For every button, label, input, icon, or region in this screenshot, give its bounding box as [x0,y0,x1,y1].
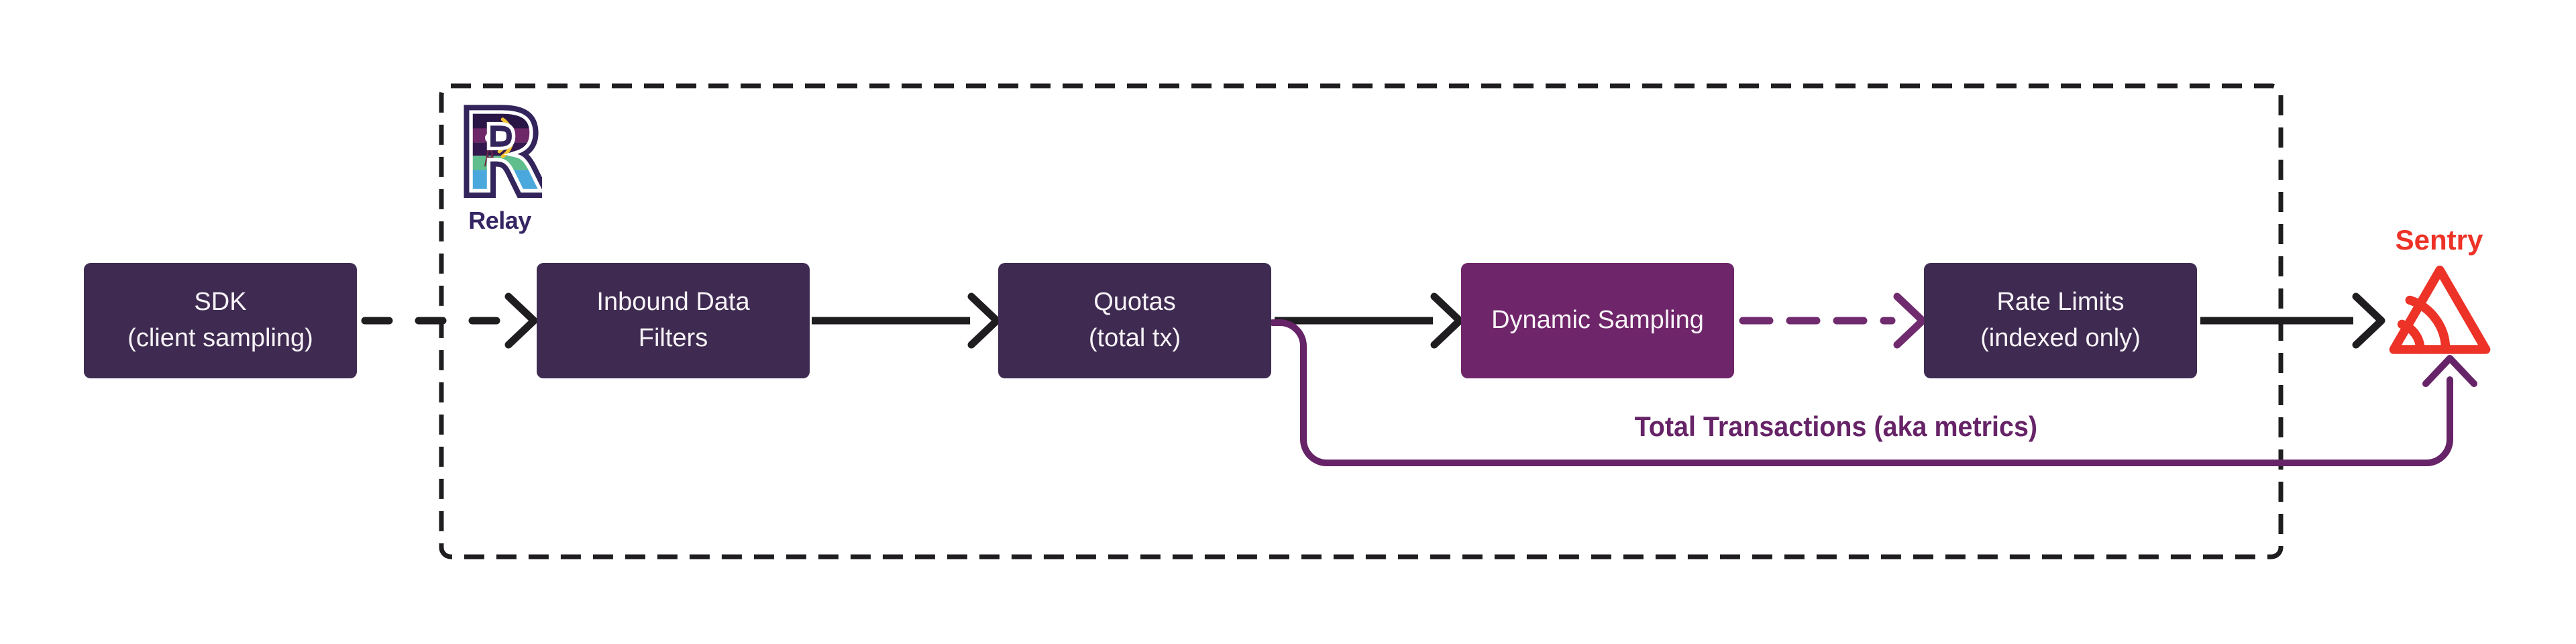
sentry-logo-outer-arc [2405,295,2451,354]
arrowhead-quotas-to-dynamic-sampling [1430,292,1464,349]
node-quotas: Quotas (total tx) [998,263,1271,378]
relay-label: Relay [468,207,531,234]
node-inbound-line2: Filters [638,324,708,352]
node-inbound-line1: Inbound Data [596,288,750,317]
node-sdk-line1: SDK [194,288,247,317]
node-rate-limits-line2: (indexed only) [1980,324,2141,352]
sentry-logo-triangle [2389,265,2491,354]
node-quotas-line2: (total tx) [1088,324,1181,352]
arrowhead-rate-limits-to-sentry [2352,292,2385,349]
node-quotas-line1: Quotas [1093,288,1176,317]
node-sdk-line2: (client sampling) [127,324,313,352]
node-dynamic-sampling: Dynamic Sampling [1461,263,1734,378]
sentry-triangle-wave-logo [2389,265,2491,354]
arrowhead-dynamic-sampling-to-rate-limits [1893,292,1927,349]
arrowhead-metrics-to-sentry [2422,355,2477,387]
relay-r-scene: R [459,98,542,204]
svg-text:R: R [459,98,542,204]
metrics-wire-quotas-to-sentry [1269,319,2453,466]
node-sdk: SDK (client sampling) [84,263,357,378]
sentry-logo-inner-arc [2397,319,2425,354]
node-rate-limits: Rate Limits (indexed only) [1924,263,2197,378]
sentry-label: Sentry [2395,224,2483,256]
metrics-wire-label: Total Transactions (aka metrics) [1634,411,2038,442]
arrowhead-inbound-to-quotas [967,292,1001,349]
arrowhead-sdk-to-inbound [504,292,538,349]
node-dynamic-sampling-line1: Dynamic Sampling [1491,306,1704,335]
node-inbound-data-filters: Inbound Data Filters [537,263,810,378]
node-rate-limits-line1: Rate Limits [1996,288,2125,317]
relay-r-radio-tower-logo: R R R [459,98,542,204]
